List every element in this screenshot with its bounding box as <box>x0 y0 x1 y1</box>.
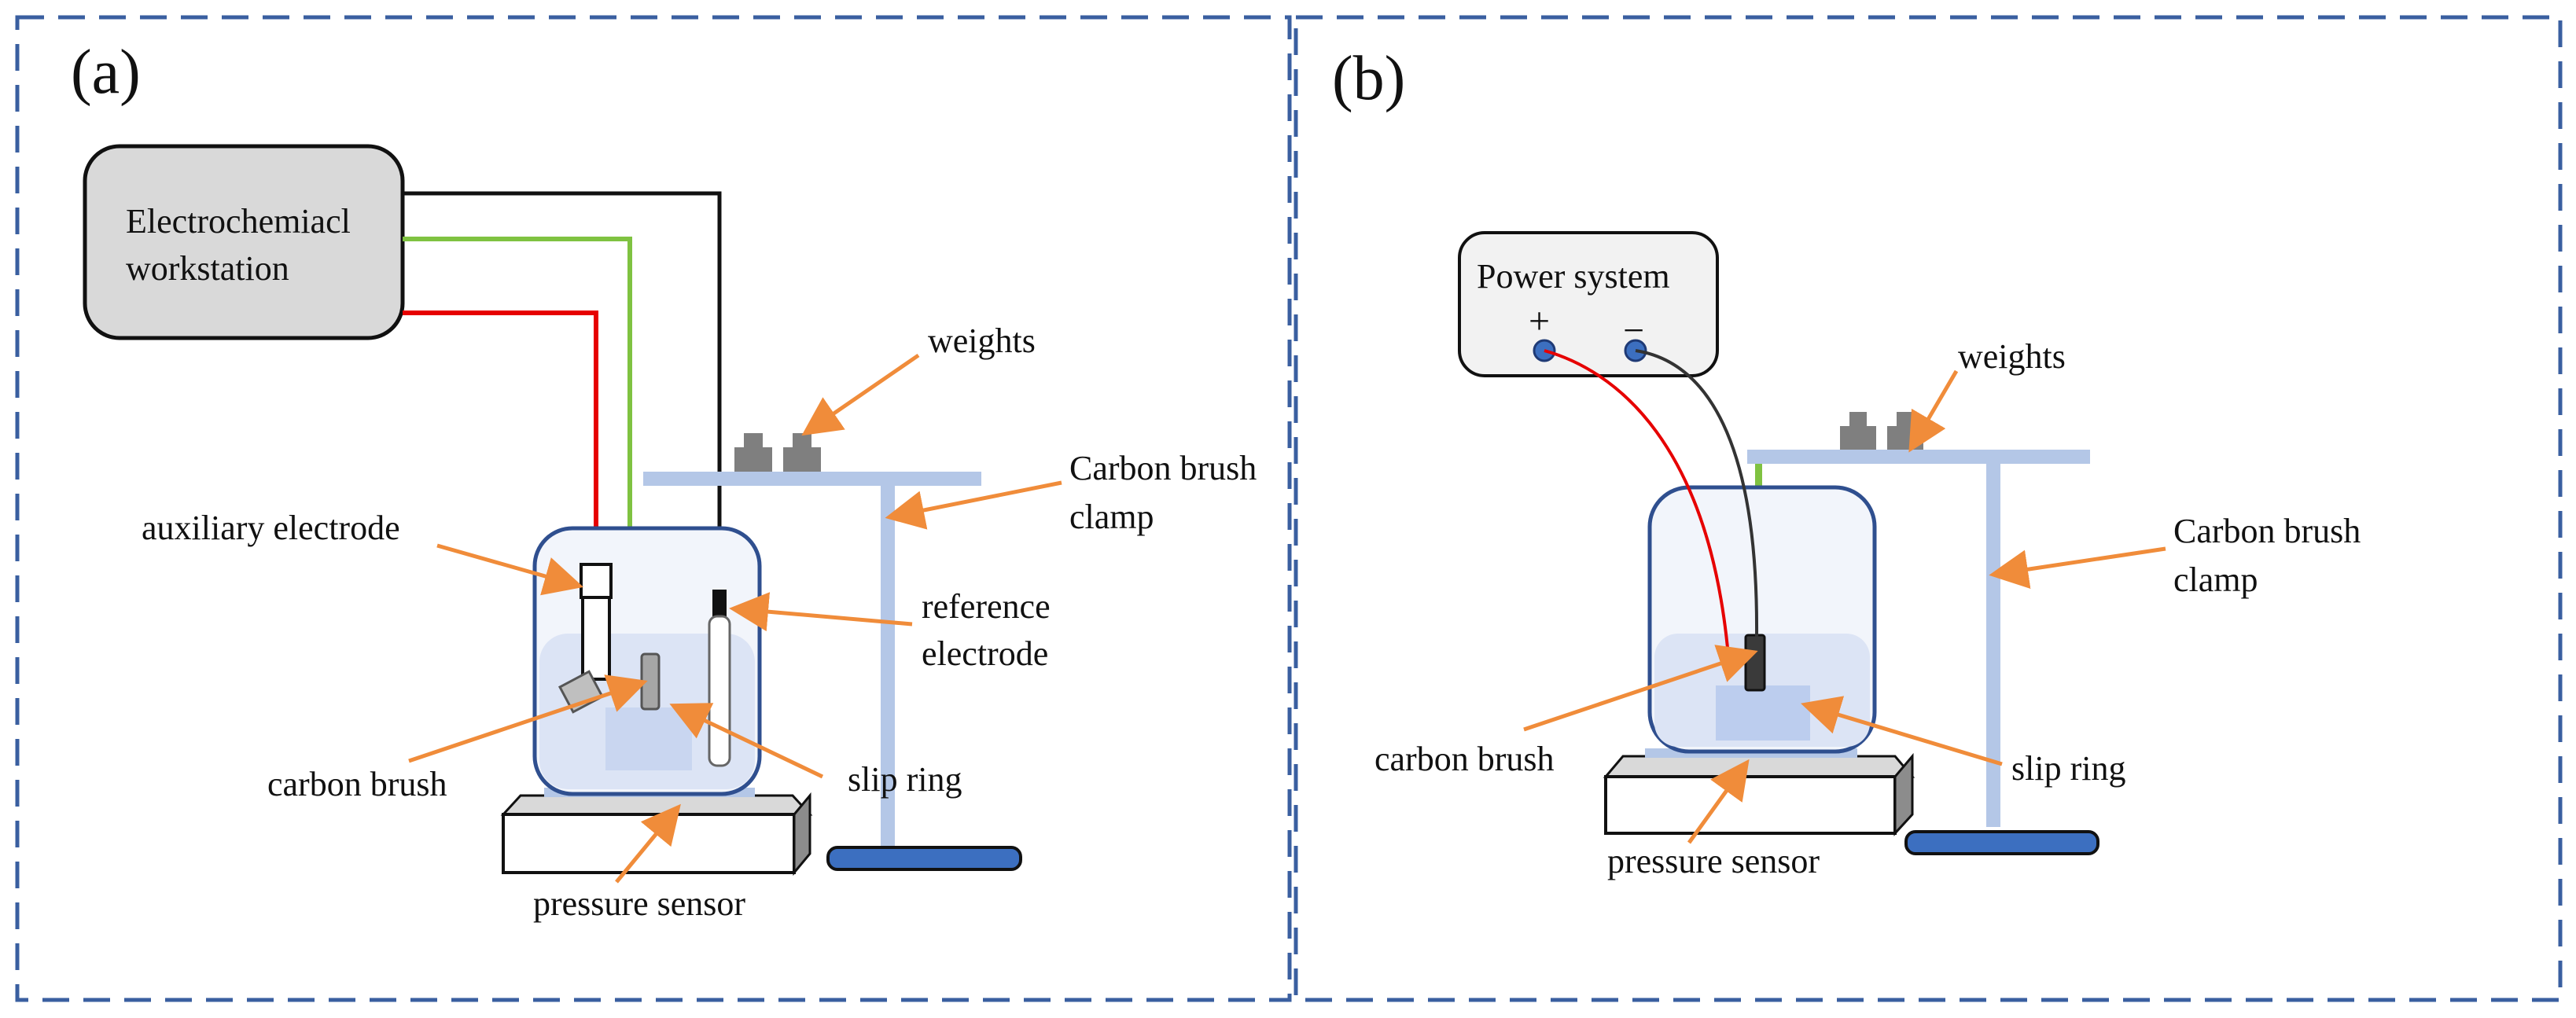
arrow-pressure-sensor-b <box>1687 759 1750 844</box>
weight-b-1-bottom <box>1840 426 1876 450</box>
weight-2-top <box>793 433 811 447</box>
sensor-base-side <box>793 792 811 877</box>
weights-label-b: weights <box>1958 337 2066 376</box>
slip-ring <box>605 707 692 770</box>
red-wire <box>403 311 598 564</box>
arrow-reference-electrode <box>729 592 913 632</box>
arrow-slip-ring-a <box>669 703 824 779</box>
clamp-bar <box>643 472 981 486</box>
red-wire-b <box>1544 349 1731 677</box>
arrow-pressure-sensor-a <box>615 803 681 884</box>
sensor-base-b-side <box>1893 752 1914 836</box>
weight-b-2-top <box>1897 412 1914 426</box>
panel-b-frame <box>1294 15 2563 1002</box>
carbon-brush <box>640 652 661 711</box>
auxiliary-electrode-label: auxiliary electrode <box>142 509 400 547</box>
arrow-clamp-a <box>885 480 1062 530</box>
plus-sign: + <box>1529 300 1550 342</box>
weight-b-2-bottom <box>1887 426 1923 450</box>
panel-b-label: (b) <box>1332 44 1405 113</box>
auxiliary-electrode-plate <box>558 670 605 714</box>
clamp-stand <box>881 486 895 847</box>
carbon-brush-label-a: carbon brush <box>267 765 447 803</box>
arrow-auxiliary-electrode <box>436 543 584 596</box>
clamp-label-a-line2: clamp <box>1069 498 1154 536</box>
weights-label-a: weights <box>928 322 1036 360</box>
reference-electrode-label-line2: electrode <box>922 634 1048 673</box>
power-system-box <box>1458 231 1719 377</box>
arrow-clamp-b <box>1989 546 2166 590</box>
arrow-carbon-brush-a <box>408 674 648 763</box>
panel-a: (a) Electrochemiacl workstation <box>71 38 1257 923</box>
sensor-base-top <box>500 794 813 816</box>
reference-electrode-label-line1: reference <box>922 587 1051 626</box>
workstation-label-line2: workstation <box>126 249 289 288</box>
sensor-base-b-top <box>1603 755 1915 778</box>
black-wire <box>403 191 722 590</box>
stand-base-plate <box>826 846 1022 871</box>
reference-electrode-body <box>708 615 731 767</box>
auxiliary-electrode-top <box>580 563 613 599</box>
stand-base-plate-b <box>1904 830 2099 855</box>
auxiliary-electrode-body <box>581 596 611 681</box>
slip-ring-b <box>1716 685 1810 741</box>
clamp-label-b-line2: clamp <box>2173 560 2258 599</box>
workstation-label-line1: Electrochemiacl <box>126 202 351 241</box>
black-wire-b <box>1635 349 1759 638</box>
arrow-weights-a <box>801 353 920 436</box>
panel-a-label: (a) <box>71 38 141 107</box>
panel-b: (b) Power system + − weig <box>1332 44 2361 880</box>
clamp-label-b-line1: Carbon brush <box>2173 512 2361 550</box>
pressure-sensor-label-a: pressure sensor <box>533 884 745 923</box>
weight-1-bottom <box>734 447 772 472</box>
clamp-bar-b <box>1747 450 2090 464</box>
pressure-sensor-label-b: pressure sensor <box>1607 842 1820 880</box>
carbon-brush-label-b: carbon brush <box>1374 740 1555 778</box>
clamp-stand-b <box>1986 464 2000 827</box>
carbon-brush-b <box>1744 634 1766 692</box>
slip-ring-label-b: slip ring <box>2011 749 2125 788</box>
sensor-base-b-front <box>1604 775 1897 835</box>
panel-a-frame <box>15 15 1292 1002</box>
power-system-label: Power system <box>1477 257 1670 296</box>
arrow-carbon-brush-b <box>1523 645 1758 732</box>
clamp-label-a-line1: Carbon brush <box>1069 449 1257 487</box>
weight-b-1-top <box>1849 412 1867 426</box>
weight-2-bottom <box>783 447 821 472</box>
slip-ring-label-a: slip ring <box>848 760 962 799</box>
arrow-slip-ring-b <box>1801 696 2003 766</box>
weight-1-top <box>744 433 763 447</box>
arrow-weights-b <box>1908 369 1959 453</box>
reference-electrode-cap <box>712 590 727 616</box>
workstation-box <box>83 144 405 340</box>
